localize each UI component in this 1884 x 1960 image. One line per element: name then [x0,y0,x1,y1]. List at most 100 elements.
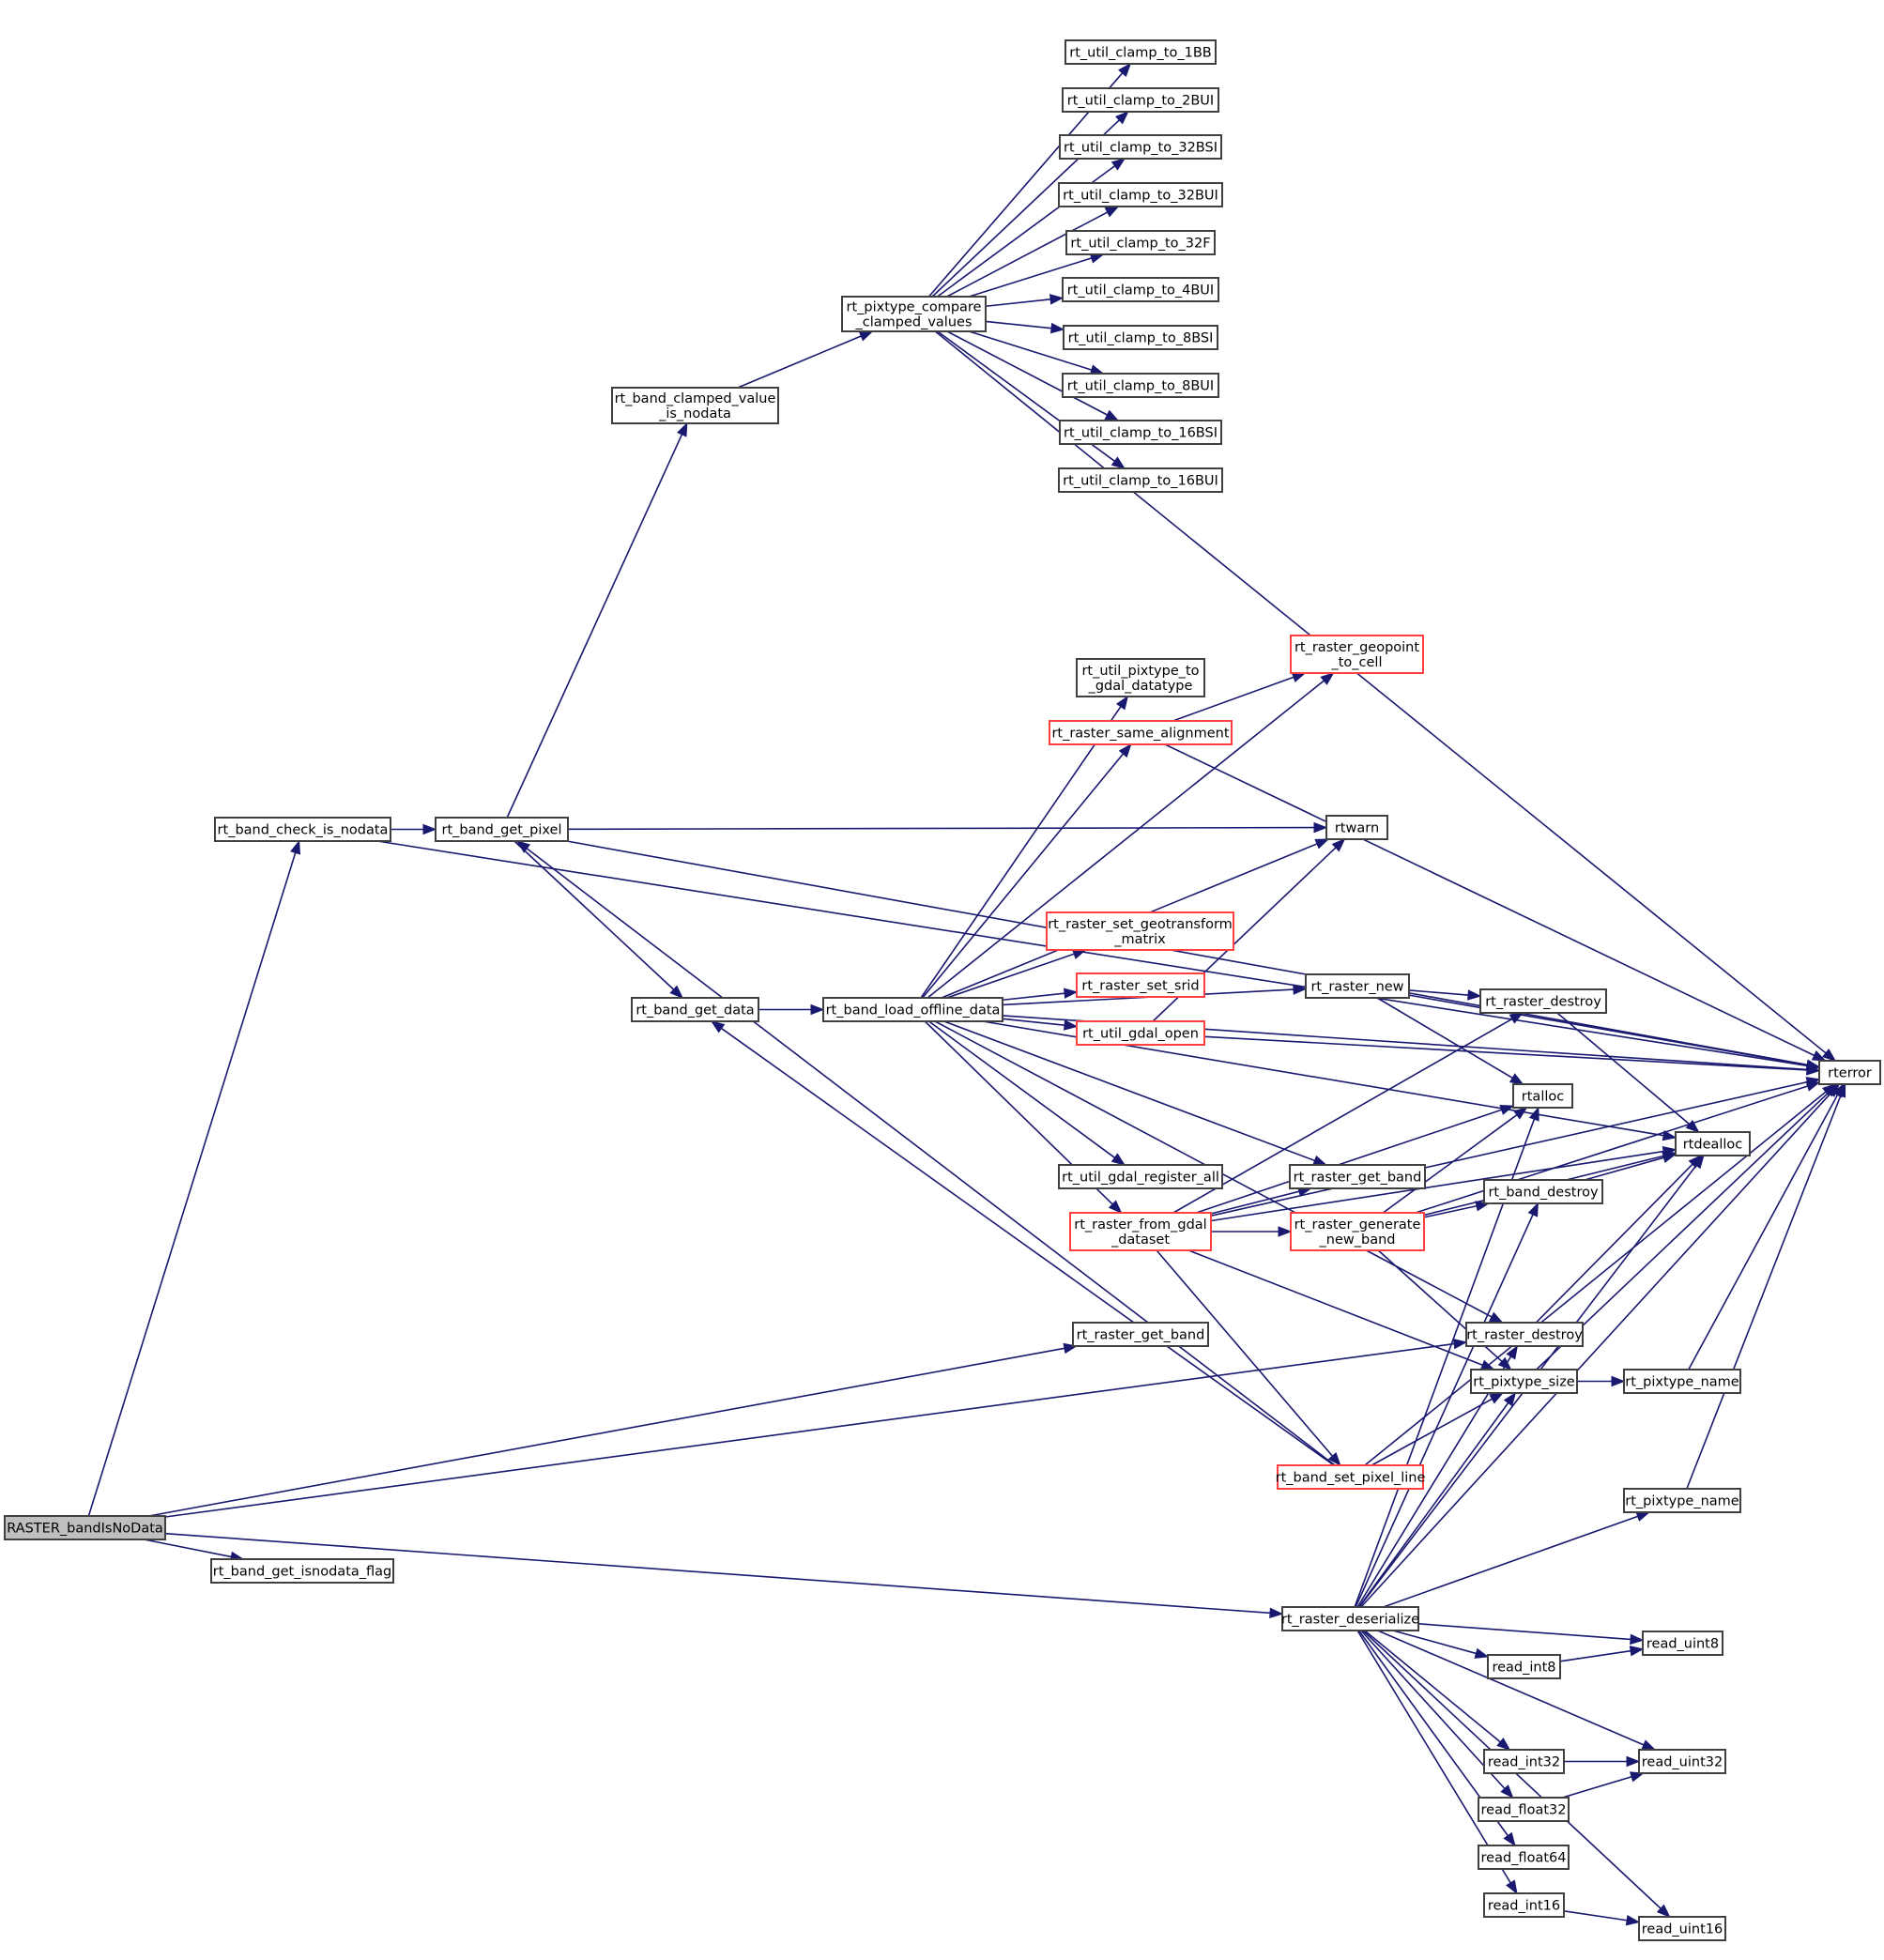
node-rt-raster-from-gdal-dataset[interactable]: rt_raster_from_gdal_dataset [1069,1212,1212,1251]
node-rt-util-pixtype-to-gdal-datatype[interactable]: rt_util_pixtype_to_gdal_datatype [1076,658,1205,697]
node-box[interactable] [1465,1322,1584,1347]
node-box[interactable] [1638,1916,1726,1941]
node-box[interactable] [1058,1164,1223,1189]
node-read-uint8[interactable]: read_uint8 [1642,1631,1723,1656]
node-box[interactable] [1058,467,1223,493]
node-box[interactable] [214,817,391,842]
node-rt-util-clamp-to-1bb[interactable]: rt_util_clamp_to_1BB [1065,39,1217,65]
node-box[interactable] [1289,1164,1426,1189]
node-rt-band-get-isnodata-flag[interactable]: rt_band_get_isnodata_flag [210,1558,394,1584]
node-rt-raster-destroy-a[interactable]: rt_raster_destroy [1479,988,1607,1014]
node-rt-band-get-pixel[interactable]: rt_band_get_pixel [435,817,569,842]
node-box[interactable] [1470,1369,1578,1394]
node-rt-util-gdal-register-all[interactable]: rt_util_gdal_register_all [1058,1164,1223,1189]
node-rtalloc[interactable]: rtalloc [1512,1083,1573,1109]
node-box[interactable] [1478,1845,1570,1870]
node-box[interactable] [1076,658,1205,697]
node-box[interactable] [1059,134,1222,160]
node-box[interactable] [611,387,779,424]
node-rt-util-clamp-to-4bui[interactable]: rt_util_clamp_to_4BUI [1062,277,1219,302]
node-box[interactable] [1483,1892,1565,1918]
node-rt-raster-same-alignment[interactable]: rt_raster_same_alignment [1049,720,1233,745]
node-rt-raster-set-srid[interactable]: rt_raster_set_srid [1076,972,1205,998]
node-rterror[interactable]: rterror [1818,1060,1881,1085]
node-rt-util-clamp-to-8bui[interactable]: rt_util_clamp_to_8BUI [1062,373,1219,398]
node-read-int32[interactable]: read_int32 [1483,1749,1565,1774]
node-rt-pixtype-compare-clamped-values[interactable]: rt_pixtype_compare_clamped_values [841,296,987,332]
node-raster-bandisnodata[interactable]: RASTER_bandIsNoData [4,1515,166,1540]
node-box[interactable] [1623,1369,1741,1394]
node-box[interactable] [1483,1179,1603,1204]
node-read-int8[interactable]: read_int8 [1487,1654,1561,1679]
node-box[interactable] [1049,720,1233,745]
node-read-int16[interactable]: read_int16 [1483,1892,1565,1918]
node-box[interactable] [1305,973,1410,999]
node-rt-util-clamp-to-8bsi[interactable]: rt_util_clamp_to_8BSI [1063,325,1218,350]
node-box[interactable] [1072,1322,1209,1347]
node-box[interactable] [1479,988,1607,1014]
node-box[interactable] [435,817,569,842]
node-rt-raster-generate-new-band[interactable]: rt_raster_generate_new_band [1290,1212,1425,1251]
node-rt-util-clamp-to-32bsi[interactable]: rt_util_clamp_to_32BSI [1059,134,1222,160]
node-box[interactable] [1063,325,1218,350]
node-box[interactable] [1623,1488,1741,1513]
node-read-float64[interactable]: read_float64 [1478,1845,1570,1870]
node-box[interactable] [1512,1083,1573,1109]
node-rt-band-get-data[interactable]: rt_band_get_data [631,997,759,1022]
node-box[interactable] [1325,815,1388,840]
node-box[interactable] [1062,373,1219,398]
node-read-float32[interactable]: read_float32 [1478,1797,1570,1822]
node-box[interactable] [1638,1749,1726,1774]
node-rt-raster-destroy-b[interactable]: rt_raster_destroy [1465,1322,1584,1347]
node-box[interactable] [1675,1131,1751,1156]
node-box[interactable] [1642,1631,1723,1656]
node-box[interactable] [1277,1464,1424,1490]
node-box[interactable] [1059,420,1222,445]
node-read-uint32[interactable]: read_uint32 [1638,1749,1726,1774]
node-box[interactable] [1046,911,1234,951]
node-rt-raster-new[interactable]: rt_raster_new [1305,973,1410,999]
node-box[interactable] [631,997,759,1022]
node-box[interactable] [1065,230,1216,255]
node-box[interactable] [1076,1020,1205,1046]
node-box[interactable] [1065,39,1217,65]
node-box[interactable] [1058,182,1223,207]
node-rt-band-load-offline-data[interactable]: rt_band_load_offline_data [822,997,1003,1022]
node-rt-util-clamp-to-2bui[interactable]: rt_util_clamp_to_2BUI [1062,87,1219,113]
node-rt-util-clamp-to-16bui[interactable]: rt_util_clamp_to_16BUI [1058,467,1223,493]
node-box[interactable] [1076,972,1205,998]
node-rt-util-clamp-to-32f[interactable]: rt_util_clamp_to_32F [1065,230,1216,255]
node-rtdealloc[interactable]: rtdealloc [1675,1131,1751,1156]
node-box[interactable] [822,997,1003,1022]
node-box[interactable] [1281,1606,1419,1631]
node-rt-raster-deserialize[interactable]: rt_raster_deserialize [1281,1606,1419,1631]
node-box[interactable] [1069,1212,1212,1251]
node-box[interactable] [210,1558,394,1584]
node-rt-util-clamp-to-32bui[interactable]: rt_util_clamp_to_32BUI [1058,182,1223,207]
node-box[interactable] [1062,277,1219,302]
node-rt-pixtype-size[interactable]: rt_pixtype_size [1470,1369,1578,1394]
node-rt-band-clamped-value-is-nodata[interactable]: rt_band_clamped_value_is_nodata [611,387,779,424]
node-box[interactable] [1487,1654,1561,1679]
node-rt-band-set-pixel-line[interactable]: rt_band_set_pixel_line [1276,1464,1426,1490]
node-box[interactable] [1483,1749,1565,1774]
node-box[interactable] [841,296,987,332]
node-rt-raster-geopoint-to-cell[interactable]: rt_raster_geopoint_to_cell [1290,635,1424,674]
node-read-uint16[interactable]: read_uint16 [1638,1916,1726,1941]
node-box[interactable] [1290,1212,1425,1251]
node-rt-pixtype-name-a[interactable]: rt_pixtype_name [1623,1369,1741,1394]
node-box[interactable] [1478,1797,1570,1822]
node-rtwarn[interactable]: rtwarn [1325,815,1388,840]
node-rt-band-destroy[interactable]: rt_band_destroy [1483,1179,1603,1204]
node-box[interactable] [1290,635,1424,674]
node-rt-raster-get-band-b[interactable]: rt_raster_get_band [1072,1322,1209,1347]
node-rt-band-check-is-nodata[interactable]: rt_band_check_is_nodata [214,817,391,842]
node-rt-raster-get-band-a[interactable]: rt_raster_get_band [1289,1164,1426,1189]
node-rt-util-clamp-to-16bsi[interactable]: rt_util_clamp_to_16BSI [1059,420,1222,445]
node-box[interactable] [1062,87,1219,113]
node-rt-pixtype-name-b[interactable]: rt_pixtype_name [1623,1488,1741,1513]
node-rt-util-gdal-open[interactable]: rt_util_gdal_open [1076,1020,1205,1046]
node-box[interactable] [1818,1060,1881,1085]
node-box[interactable] [4,1515,166,1540]
node-rt-raster-set-geotransform-matrix[interactable]: rt_raster_set_geotransform_matrix [1046,911,1234,951]
